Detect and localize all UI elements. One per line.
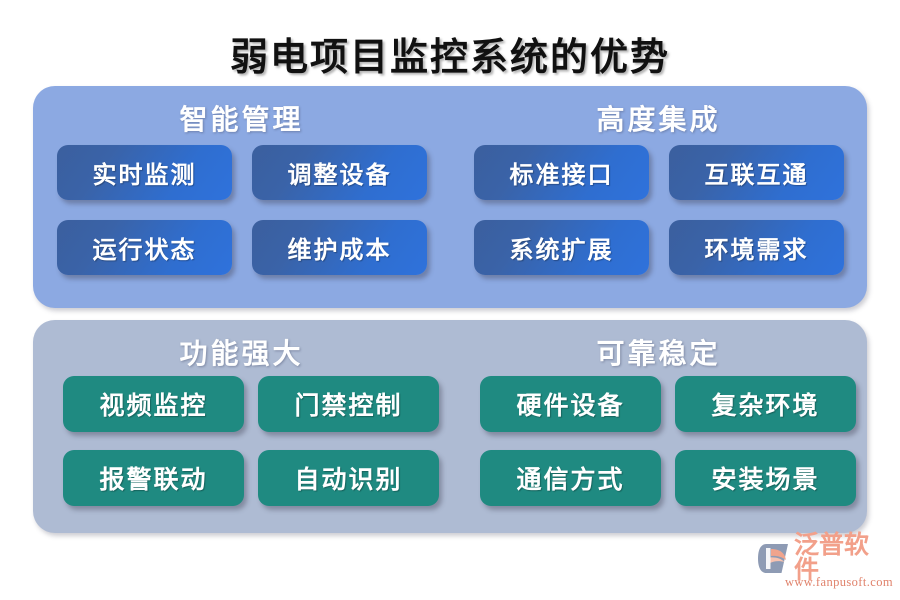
logo-row: 泛普软件 (757, 533, 893, 583)
group-title-powerful-function: 功能强大 (179, 339, 304, 370)
group-powerful-function: 功能强大 视频监控 门禁控制 报警联动 自动识别 (33, 320, 450, 533)
item-box-hardware-equipment[interactable]: 硬件设备 (480, 376, 661, 432)
panel-advantages-bottom: 功能强大 视频监控 门禁控制 报警联动 自动识别 可靠稳定 硬件设备 复杂环境 … (33, 320, 867, 533)
logo-brand-name: 泛普软件 (794, 532, 870, 584)
group-high-integration: 高度集成 标准接口 互联互通 系统扩展 环境需求 (450, 86, 867, 308)
item-box-standard-interface[interactable]: 标准接口 (474, 145, 649, 200)
brand-logo[interactable]: 泛普软件 www.fanpusoft.com (757, 533, 893, 592)
hexagon-swoosh-icon (757, 543, 791, 574)
group-reliable-stable: 可靠稳定 硬件设备 复杂环境 通信方式 安装场景 (450, 320, 867, 533)
item-box-environment-requirement[interactable]: 环境需求 (669, 220, 844, 275)
page-title: 弱电项目监控系统的优势 (229, 37, 670, 79)
group-title-high-integration: 高度集成 (596, 105, 721, 136)
item-box-video-surveillance[interactable]: 视频监控 (63, 376, 244, 432)
item-box-adjust-equipment[interactable]: 调整设备 (252, 145, 427, 200)
item-box-complex-environment[interactable]: 复杂环境 (675, 376, 856, 432)
group-title-intelligent-management: 智能管理 (179, 105, 304, 136)
item-box-automatic-recognition[interactable]: 自动识别 (258, 450, 439, 506)
group-title-reliable-stable: 可靠稳定 (596, 339, 721, 370)
item-box-interconnection[interactable]: 互联互通 (669, 145, 844, 200)
panel-advantages-top: 智能管理 实时监测 调整设备 运行状态 维护成本 高度集成 标准接口 互联互通 … (33, 86, 867, 308)
item-box-access-control[interactable]: 门禁控制 (258, 376, 439, 432)
item-box-real-time-monitoring[interactable]: 实时监测 (57, 145, 232, 200)
logo-website-url: www.fanpusoft.com (784, 575, 893, 589)
item-box-running-status[interactable]: 运行状态 (57, 220, 232, 275)
item-box-system-expansion[interactable]: 系统扩展 (474, 220, 649, 275)
item-box-installation-scenario[interactable]: 安装场景 (675, 450, 856, 506)
item-box-maintenance-cost[interactable]: 维护成本 (252, 220, 427, 275)
item-box-communication-method[interactable]: 通信方式 (480, 450, 661, 506)
item-box-alarm-linkage[interactable]: 报警联动 (63, 450, 244, 506)
group-intelligent-management: 智能管理 实时监测 调整设备 运行状态 维护成本 (33, 86, 450, 308)
